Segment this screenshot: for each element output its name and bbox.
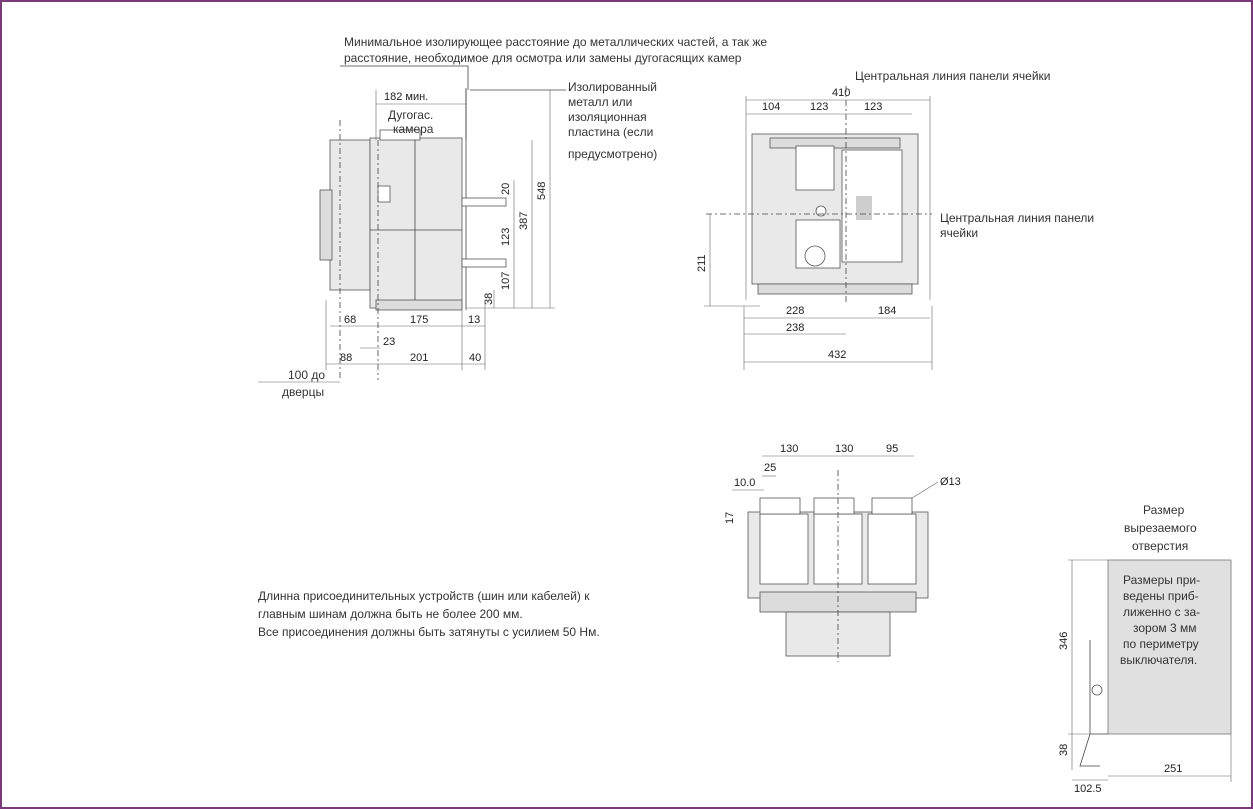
dim-182: 182 мин.	[384, 91, 428, 103]
bottom-text-3: Все присоединения должны быть затянуты с…	[258, 625, 600, 639]
dim-68: 68	[344, 314, 356, 326]
dim-123a: 123	[810, 101, 828, 113]
door-2: дверцы	[282, 385, 324, 399]
dim-201: 201	[410, 352, 428, 364]
front-dial	[804, 245, 826, 267]
dim-228: 228	[786, 305, 804, 317]
dim-13: 13	[468, 314, 480, 326]
front-view: Центральная линия панели ячейки 410 104 …	[696, 69, 1094, 370]
dim-130a: 130	[780, 443, 798, 455]
note-insulated-5: предусмотрено)	[568, 147, 657, 161]
cutout-title-2: вырезаемого	[1124, 521, 1197, 535]
dim-123v: 123	[500, 228, 512, 246]
center-line-top: Центральная линия панели ячейки	[855, 69, 1050, 83]
rear-terminal-3	[871, 497, 913, 515]
note-insulated-1: Изолированный	[568, 80, 657, 94]
arc-chamber-top	[379, 129, 421, 141]
note-insulated-2: металл или	[568, 95, 632, 109]
front-window	[795, 145, 835, 191]
cutout-area	[1107, 559, 1232, 735]
dim-130b: 130	[835, 443, 853, 455]
cutout-note-3: лиженно с за-	[1123, 605, 1200, 619]
breaker-body	[369, 137, 463, 309]
front-trip-module	[856, 196, 872, 220]
dim-38b: 38	[1058, 744, 1070, 756]
front-handle	[319, 189, 333, 261]
dim-40: 40	[469, 352, 481, 364]
note-top-line2: расстояние, необходимое для осмотра или …	[344, 51, 742, 65]
cutout-note-2: ведены приб-	[1123, 589, 1199, 603]
center-line-right-1: Центральная линия панели	[940, 211, 1094, 225]
rear-view: 130 130 95 25 10.0 17 Ø13	[724, 443, 961, 662]
dim-25: 25	[764, 462, 776, 474]
front-panel	[329, 139, 371, 291]
dim-10: 10.0	[734, 477, 755, 489]
cutout-note-1: Размеры при-	[1123, 573, 1200, 587]
lower-busbar	[461, 258, 507, 268]
phi13-leader	[911, 481, 939, 499]
rear-terminal-1	[759, 497, 801, 515]
front-button	[815, 205, 827, 217]
dim-346: 346	[1058, 632, 1070, 650]
front-base	[757, 283, 913, 295]
note-top-line1: Минимальное изолирующее расстояние до ме…	[344, 35, 767, 49]
cutout-bracket-foot	[1079, 733, 1100, 767]
dim-20: 20	[500, 183, 512, 195]
dim-251: 251	[1164, 763, 1182, 775]
breaker-base	[375, 299, 463, 311]
dim-238: 238	[786, 322, 804, 334]
side-view: 182 мин. Дугогас. камера 548 387 20 123 …	[258, 88, 555, 399]
dim-211: 211	[696, 254, 708, 272]
dim-38a: 38	[483, 293, 495, 305]
rear-pole-1	[759, 513, 809, 585]
dim-17: 17	[724, 512, 736, 524]
dim-410: 410	[832, 87, 850, 99]
note-insulated-3: изоляционная	[568, 110, 647, 124]
cutout-note-4: зором 3 мм	[1133, 621, 1196, 635]
dim-387: 387	[518, 212, 530, 230]
dim-548: 548	[536, 182, 548, 200]
upper-busbar	[461, 197, 507, 207]
center-line-right-2: ячейки	[940, 226, 978, 240]
cutout-view: Размер вырезаемого отверстия Размеры при…	[1058, 503, 1232, 795]
arc-label-1: Дугогас.	[388, 108, 433, 122]
arc-label-2: камера	[393, 122, 434, 136]
front-top-vent	[769, 137, 901, 149]
cutout-note-6: выключателя.	[1120, 653, 1197, 667]
dim-104: 104	[762, 101, 780, 113]
dim-95: 95	[886, 443, 898, 455]
cutout-title-1: Размер	[1143, 503, 1185, 517]
cutout-title-3: отверстия	[1132, 539, 1188, 553]
dim-88: 88	[340, 352, 352, 364]
door-1: 100 до	[288, 368, 325, 382]
side-connector	[377, 185, 391, 203]
dim-102: 102.5	[1074, 783, 1102, 795]
bottom-text-2: главным шинам должна быть не более 200 м…	[258, 607, 523, 621]
leader-top-note	[340, 65, 469, 90]
dim-107: 107	[500, 272, 512, 290]
cutout-bracket-hole	[1091, 684, 1103, 696]
dim-23: 23	[383, 336, 395, 348]
bottom-text-1: Длинна присоединительных устройств (шин …	[258, 589, 590, 603]
dim-123b: 123	[864, 101, 882, 113]
dim-184: 184	[878, 305, 896, 317]
dim-175: 175	[410, 314, 428, 326]
dim-432: 432	[828, 349, 846, 361]
cutout-note-5: по периметру	[1123, 637, 1199, 651]
rear-terminal-2	[813, 497, 855, 515]
dim-phi13: Ø13	[940, 476, 961, 488]
rear-pole-3	[867, 513, 917, 585]
note-insulated-4: пластина (если	[568, 125, 653, 139]
